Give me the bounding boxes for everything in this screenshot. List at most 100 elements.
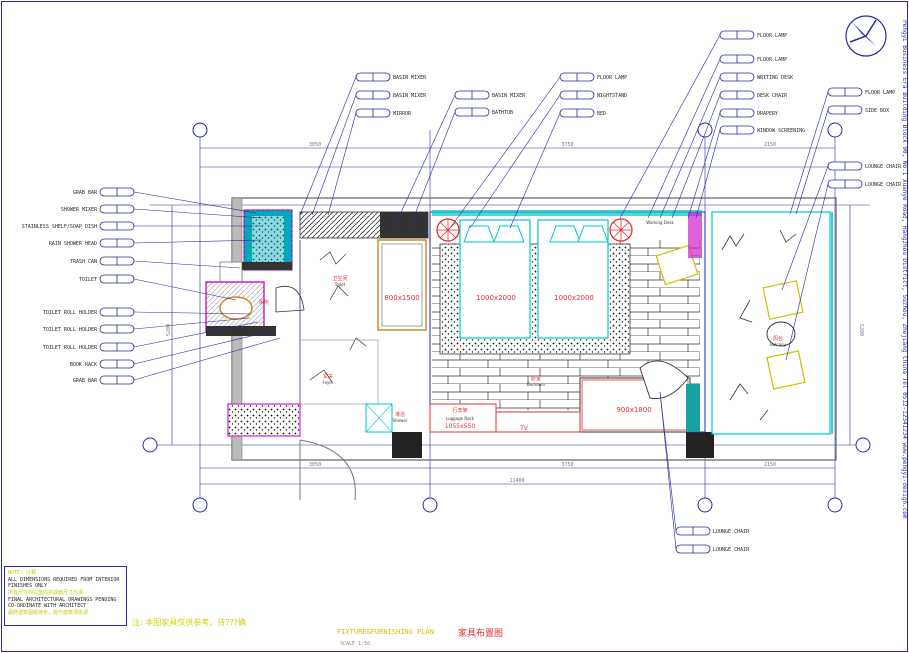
equipment-tag: WRITING DESK xyxy=(659,72,793,219)
equipment-tag: TOILET xyxy=(79,274,237,301)
equipment-tag: DESK CHAIR xyxy=(671,90,788,219)
bed-size-label: 1000x2000 xyxy=(476,294,516,302)
tag-label: WRITING DESK xyxy=(757,75,793,81)
tag-bubble xyxy=(827,161,863,171)
note-line-5: FINAL ARCHITECTURAL DRAWINGS PENDING xyxy=(8,597,117,603)
tag-bubble xyxy=(355,90,391,100)
equipment-tag: FLOOR LAMP xyxy=(449,72,627,229)
tag-label: STAINLESS SHELF/SOAP DISH xyxy=(22,224,97,230)
tag-label: TRASH CAN xyxy=(70,259,97,265)
drawing-scale: SCALE 1:50 xyxy=(340,641,371,647)
equipment-tag: FLOOR LAMP xyxy=(789,87,895,215)
tag-bubble xyxy=(99,256,135,266)
tag-label: BATHTUB xyxy=(492,110,513,116)
tag-label: TOILET ROLL HOLDER xyxy=(43,327,98,333)
equipment-tag: LOUNGE CHAIR xyxy=(785,179,902,361)
tag-bubble xyxy=(99,238,135,248)
equipment-tag: TOILET ROLL HOLDER xyxy=(43,307,251,317)
foyer-label-en: Foyer xyxy=(322,380,333,385)
equipment-tag: LOUNGE CHAIR xyxy=(659,391,750,554)
dimension-top: 3750 xyxy=(561,142,573,148)
north-arrow-icon xyxy=(845,15,887,57)
tag-label: LOUNGE CHAIR xyxy=(713,529,750,535)
tag-label: RAIN SHOWER HEAD xyxy=(49,241,97,247)
tag-label: WINDOW SCREENING xyxy=(757,128,805,134)
tag-label: SHOWER MIXER xyxy=(61,207,98,213)
dimension-bottom: 3050 xyxy=(309,462,321,468)
equipment-tag: BASIN MIXER xyxy=(391,90,526,233)
equipment-tag: TRASH CAN xyxy=(70,256,241,269)
tag-label: BASIN MIXER xyxy=(393,93,427,99)
tag-bubble xyxy=(99,359,135,369)
equipment-tag: BED xyxy=(509,108,606,229)
dimension-right: 5200 xyxy=(858,324,864,336)
tag-bubble xyxy=(827,179,863,189)
tag-bubble xyxy=(99,221,135,231)
tag-bubble xyxy=(675,544,711,554)
tag-bubble xyxy=(559,72,595,82)
tag-bubble xyxy=(99,274,135,284)
equipment-tag: NIGHTSTAND xyxy=(469,90,627,229)
tag-bubble xyxy=(719,54,755,64)
tag-bubble xyxy=(99,375,135,385)
equipment-tag: DRAPERY xyxy=(687,108,778,219)
equipment-tag: TOILET ROLL HOLDER xyxy=(43,317,251,334)
balcony-label-en: Balcony xyxy=(770,342,786,347)
tag-bubble xyxy=(719,108,755,118)
foyer-label-cn: 玄关 xyxy=(323,373,333,380)
bathroom-label-cn: 卫生间 xyxy=(332,275,347,282)
bed-size-label: 1000x2000 xyxy=(554,294,594,302)
dimension-top: 2150 xyxy=(764,142,776,148)
tv-label: TV xyxy=(519,425,529,432)
tag-bubble xyxy=(99,342,135,352)
dimension-total: 11400 xyxy=(509,478,524,484)
equipment-tag: BOOK RACK xyxy=(70,329,277,369)
equipment-tag: GRAB BAR xyxy=(73,187,257,214)
dimension-lines xyxy=(171,147,851,485)
tag-label: BOOK RACK xyxy=(70,362,97,368)
tag-label: NIGHTSTAND xyxy=(597,93,627,99)
tag-label: TOILET xyxy=(79,277,97,283)
equipment-tag: FLOOR LAMP xyxy=(647,54,787,219)
tag-bubble xyxy=(719,90,755,100)
equipment-tag: SIDE BOX xyxy=(795,105,889,215)
bedroom-label-en: Bedroom xyxy=(527,382,545,387)
equipment-tag: WINDOW SCREENING xyxy=(695,125,805,219)
equipment-tag: STAINLESS SHELF/SOAP DISH xyxy=(22,221,262,231)
tag-bubble xyxy=(719,72,755,82)
note-line-7: 最终建筑图纸待定，需与建筑师协调 xyxy=(8,610,89,616)
equipment-tag: BASIN MIXER xyxy=(311,90,427,216)
side-title-text: Pengyi Business Era Building Block 90, N… xyxy=(901,20,908,519)
equipment-tag: LOUNGE CHAIR xyxy=(659,391,750,536)
note-line-1: NOTE: 注释 xyxy=(8,570,37,576)
tag-bubble xyxy=(719,30,755,40)
bathroom-label-en: Toilet xyxy=(334,282,346,287)
tag-label: LOUNGE CHAIR xyxy=(713,547,750,553)
tag-bubble xyxy=(99,307,135,317)
chinese-note: 注: 本图家具仅供参考，待???确 xyxy=(132,618,246,627)
balcony-area xyxy=(711,211,833,435)
tag-label: GRAB BAR xyxy=(73,378,98,384)
note-line-6: CO-ORDINATE WITH ARCHITECT xyxy=(8,603,87,609)
luggage-size-label: 1055x550 xyxy=(445,423,475,430)
balcony-label-cn: 阳台 xyxy=(773,335,783,342)
bathroom-area xyxy=(205,209,429,437)
equipment-tag: FLOOR LAMP xyxy=(619,30,787,219)
tag-bubble xyxy=(719,125,755,135)
dimension-left: 5200 xyxy=(166,324,172,336)
shower-label-en: Shower xyxy=(393,418,408,423)
tag-label: MIRROR xyxy=(393,111,412,117)
luggage-label-cn: 行李架 xyxy=(452,407,467,414)
drawing-title: FIXTURE&FURNISHING PLAN xyxy=(337,628,434,636)
luggage-label-en: Luggage Rack xyxy=(446,416,475,421)
tag-label: BASIN MIXER xyxy=(393,75,427,81)
desk-size-label: 900x1800 xyxy=(616,406,651,414)
tag-bubble xyxy=(675,526,711,536)
shower-label-cn: 淋浴 xyxy=(395,411,405,418)
tag-bubble xyxy=(99,324,135,334)
tag-label: FLOOR LAMP xyxy=(757,33,787,39)
